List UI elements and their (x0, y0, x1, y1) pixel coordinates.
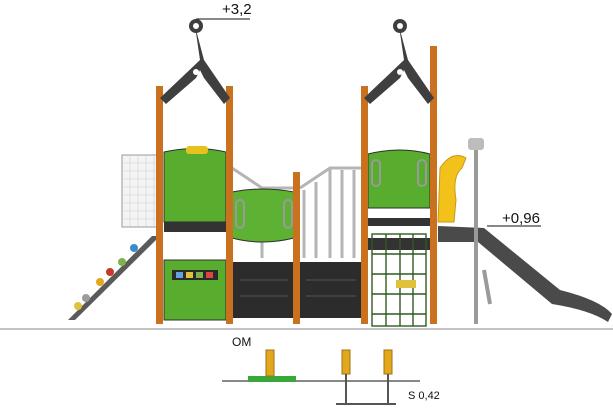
bridge-panels (231, 188, 295, 243)
posts (156, 46, 437, 324)
s-value-label: S 0,42 (408, 390, 440, 402)
roof-ornament-left (160, 19, 230, 104)
climbing-net (371, 233, 427, 327)
foundation-detail (222, 349, 420, 405)
right-tower-panels (367, 149, 431, 250)
roof-ornament-right (364, 19, 434, 104)
om-label: OM (232, 335, 252, 349)
height-label-top: +3,2 (222, 1, 252, 18)
left-tower-panels (163, 146, 227, 321)
lower-dark-panels (232, 262, 362, 318)
slide (437, 138, 612, 324)
left-net-panel (121, 154, 159, 228)
height-label-slide: +0,96 (502, 210, 540, 227)
height-marker-top (195, 18, 250, 25)
climbing-wall (68, 236, 160, 320)
